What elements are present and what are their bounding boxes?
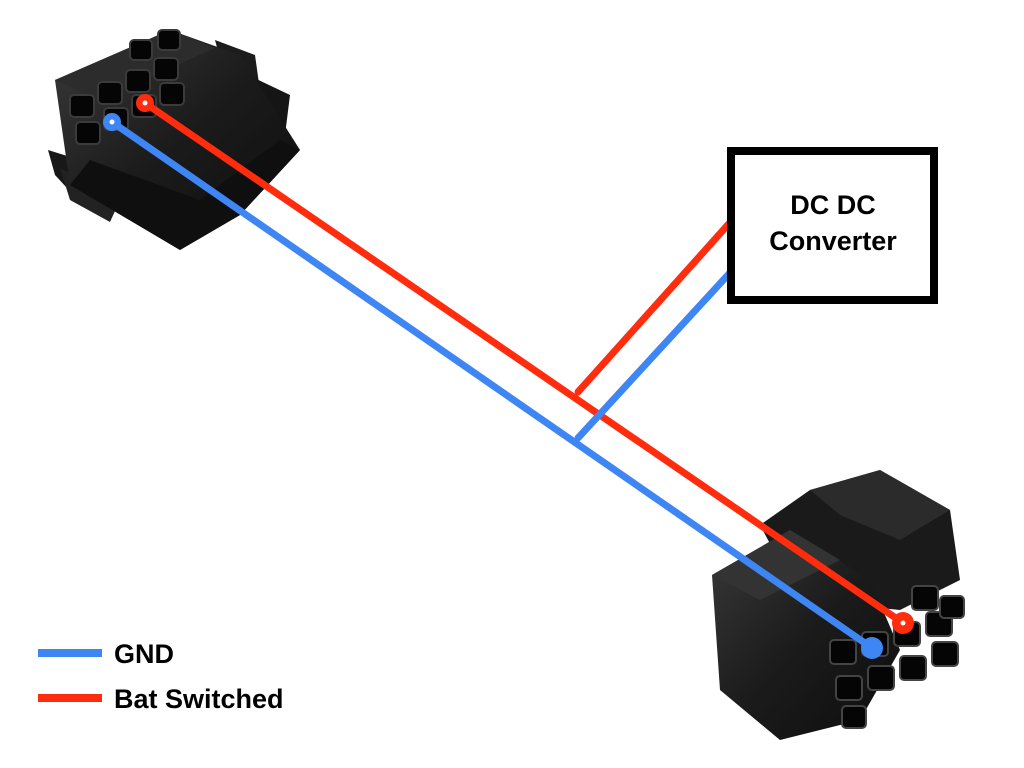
right-connector-icon <box>712 470 965 740</box>
dc-dc-converter-box: DC DC Converter <box>727 147 938 304</box>
gnd-wire <box>108 118 876 652</box>
bat-switched-terminal-left <box>136 94 154 112</box>
converter-label-line1: DC DC <box>790 190 876 220</box>
converter-label-line2: Converter <box>769 226 897 256</box>
legend-swatch-bat-switched <box>38 694 102 702</box>
legend-label-bat-switched: Bat Switched <box>114 684 284 714</box>
legend-label-gnd: GND <box>114 639 174 669</box>
gnd-terminal-left <box>103 113 121 131</box>
legend-item-bat-switched: Bat Switched <box>38 684 284 714</box>
legend-item-gnd: GND <box>38 639 174 669</box>
bat-switched-terminal-right <box>892 612 914 634</box>
gnd-terminal-right <box>861 637 883 659</box>
bat-switched-wire <box>141 99 907 627</box>
left-connector-icon <box>48 29 300 250</box>
legend: GND Bat Switched <box>38 639 284 714</box>
legend-swatch-gnd <box>38 649 102 657</box>
